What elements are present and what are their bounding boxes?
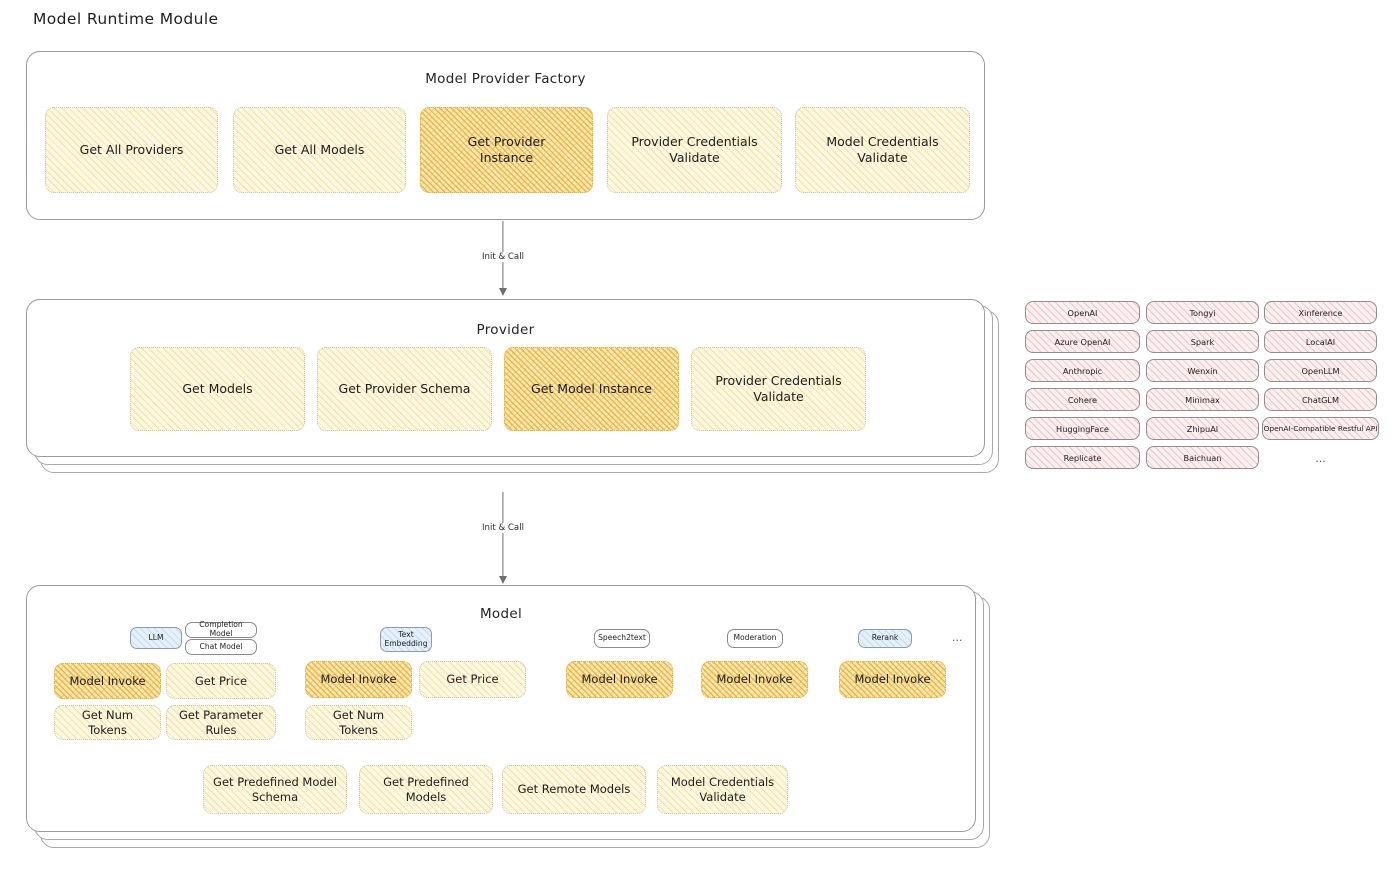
model-groups-ellipsis: ... xyxy=(952,631,963,644)
model-badge-llm[interactable]: LLM xyxy=(130,627,182,649)
model-provider-factory-title: Model Provider Factory xyxy=(425,71,586,87)
model-node-speech2text-model-invoke[interactable]: Model Invoke xyxy=(566,661,673,698)
model-badge-moderation[interactable]: Moderation xyxy=(727,629,783,648)
model-node-embedding-get-price[interactable]: Get Price xyxy=(419,661,526,698)
arrow-provider-to-model-label: Init & Call xyxy=(478,523,528,533)
model-badge-speech2text[interactable]: Speech2text xyxy=(594,629,650,648)
provider-node-get-provider-schema[interactable]: Get Provider Schema xyxy=(317,347,492,431)
arrow-line xyxy=(502,492,504,583)
model-badge-text-embedding[interactable]: Text Embedding xyxy=(380,627,432,652)
model-node-moderation-model-invoke[interactable]: Model Invoke xyxy=(701,661,808,698)
provider-chip-azure-openai[interactable]: Azure OpenAI xyxy=(1025,330,1140,353)
provider-chip-huggingface[interactable]: HuggingFace xyxy=(1025,417,1140,440)
page-title: Model Runtime Module xyxy=(33,10,219,28)
factory-node-get-all-providers[interactable]: Get All Providers xyxy=(45,107,218,193)
model-node-get-remote-models[interactable]: Get Remote Models xyxy=(502,765,646,814)
model-node-llm-get-price[interactable]: Get Price xyxy=(166,663,276,699)
arrow-provider-to-model xyxy=(496,492,510,584)
provider-chip-openai[interactable]: OpenAI xyxy=(1025,301,1140,324)
model-badge-rerank[interactable]: Rerank xyxy=(858,629,912,648)
factory-node-provider-credentials-validate[interactable]: Provider Credentials Validate xyxy=(607,107,782,193)
arrow-head xyxy=(499,576,507,584)
provider-list-ellipsis: ... xyxy=(1315,452,1326,465)
model-node-rerank-model-invoke[interactable]: Model Invoke xyxy=(839,661,946,698)
provider-chip-localai[interactable]: LocalAI xyxy=(1264,330,1377,353)
provider-node-get-models[interactable]: Get Models xyxy=(130,347,305,431)
provider-chip-openai-compatible-restful-api[interactable]: OpenAI-Compatible Restful API xyxy=(1262,417,1379,440)
model-title: Model xyxy=(479,606,523,622)
model-node-get-predefined-model-schema[interactable]: Get Predefined Model Schema xyxy=(203,765,347,814)
provider-title: Provider xyxy=(476,322,535,338)
provider-node-get-model-instance[interactable]: Get Model Instance xyxy=(504,347,679,431)
provider-chip-replicate[interactable]: Replicate xyxy=(1025,446,1140,469)
provider-chip-chatglm[interactable]: ChatGLM xyxy=(1264,388,1377,411)
provider-chip-cohere[interactable]: Cohere xyxy=(1025,388,1140,411)
provider-chip-baichuan[interactable]: Baichuan xyxy=(1146,446,1259,469)
provider-chip-xinference[interactable]: Xinference xyxy=(1264,301,1377,324)
provider-chip-anthropic[interactable]: Anthropic xyxy=(1025,359,1140,382)
model-node-embedding-get-num-tokens[interactable]: Get Num Tokens xyxy=(305,705,412,740)
model-node-llm-model-invoke[interactable]: Model Invoke xyxy=(54,663,161,699)
provider-chip-minimax[interactable]: Minimax xyxy=(1146,388,1259,411)
factory-node-model-credentials-validate[interactable]: Model Credentials Validate xyxy=(795,107,970,193)
model-node-model-credentials-validate[interactable]: Model Credentials Validate xyxy=(657,765,788,814)
provider-chip-zhipuai[interactable]: ZhipuAI xyxy=(1146,417,1259,440)
provider-chip-tongyi[interactable]: Tongyi xyxy=(1146,301,1259,324)
provider-chip-wenxin[interactable]: Wenxin xyxy=(1146,359,1259,382)
model-badge-chat-model[interactable]: Chat Model xyxy=(185,639,257,655)
arrow-head xyxy=(499,288,507,296)
factory-node-get-all-models[interactable]: Get All Models xyxy=(233,107,406,193)
provider-node-provider-credentials-validate[interactable]: Provider Credentials Validate xyxy=(691,347,866,431)
provider-chip-openllm[interactable]: OpenLLM xyxy=(1264,359,1377,382)
model-badge-completion-model[interactable]: Completion Model xyxy=(185,620,257,638)
factory-node-get-provider-instance[interactable]: Get Provider Instance xyxy=(420,107,593,193)
model-node-get-predefined-models[interactable]: Get Predefined Models xyxy=(359,765,493,814)
model-node-embedding-model-invoke[interactable]: Model Invoke xyxy=(305,661,412,698)
arrow-factory-to-provider-label: Init & Call xyxy=(478,252,528,262)
model-node-llm-get-parameter-rules[interactable]: Get Parameter Rules xyxy=(166,705,276,740)
model-node-llm-get-num-tokens[interactable]: Get Num Tokens xyxy=(54,705,161,740)
provider-chip-spark[interactable]: Spark xyxy=(1146,330,1259,353)
